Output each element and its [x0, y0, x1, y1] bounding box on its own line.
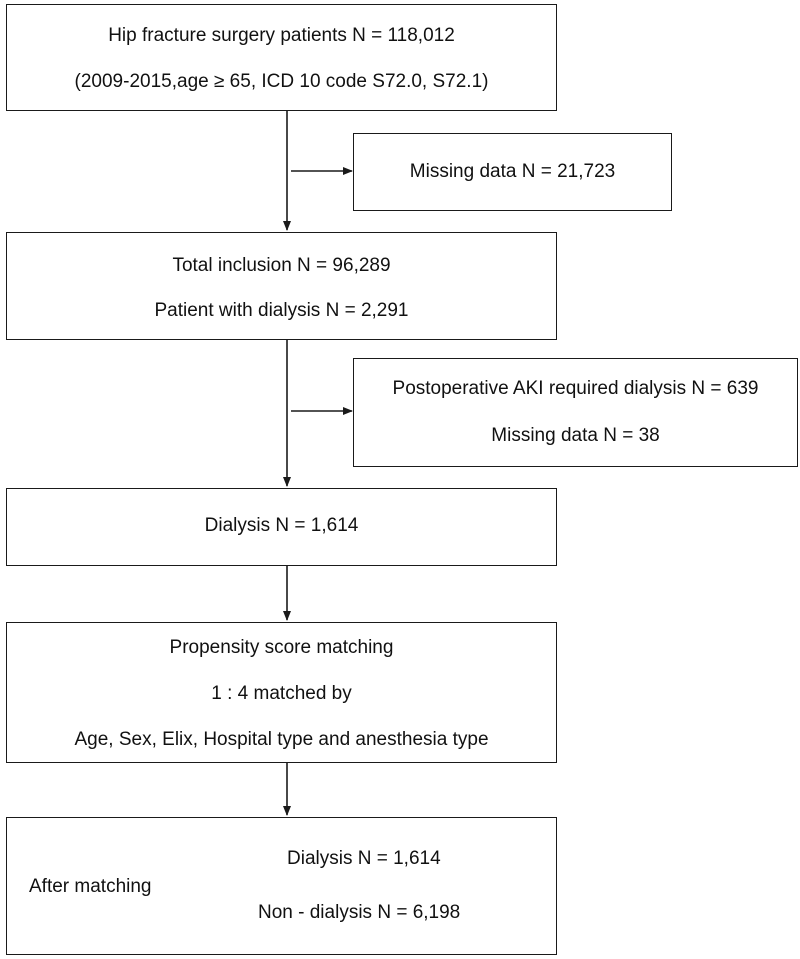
- matching-covariates: Age, Sex, Elix, Hospital type and anesth…: [74, 729, 489, 750]
- source-population-box: Hip fracture surgery patients N = 118,01…: [6, 4, 557, 111]
- after-matching-label: After matching: [29, 876, 152, 897]
- dialysis-patient-count: Patient with dialysis N = 2,291: [154, 300, 409, 321]
- excluded-aki-missing: Missing data N = 38: [491, 425, 660, 446]
- after-matching-non-dialysis: Non - dialysis N = 6,198: [258, 902, 461, 923]
- excluded-aki-count: Postoperative AKI required dialysis N = …: [392, 378, 759, 399]
- dialysis-box: Dialysis N = 1,614: [6, 488, 557, 566]
- excluded-missing-count: Missing data N = 21,723: [409, 161, 616, 182]
- after-matching-box: After matching Dialysis N = 1,614 Non - …: [6, 817, 557, 955]
- source-population-count: Hip fracture surgery patients N = 118,01…: [108, 25, 455, 46]
- total-inclusion-count: Total inclusion N = 96,289: [172, 255, 391, 276]
- source-population-criteria: (2009-2015,age ≥ 65, ICD 10 code S72.0, …: [74, 71, 489, 92]
- matching-ratio: 1 : 4 matched by: [211, 683, 352, 704]
- excluded-missing-box: Missing data N = 21,723: [353, 133, 672, 211]
- matching-method: Propensity score matching: [169, 637, 394, 658]
- after-matching-dialysis: Dialysis N = 1,614: [287, 848, 441, 869]
- propensity-matching-box: Propensity score matching 1 : 4 matched …: [6, 622, 557, 763]
- excluded-aki-box: Postoperative AKI required dialysis N = …: [353, 358, 798, 467]
- dialysis-count: Dialysis N = 1,614: [204, 515, 359, 536]
- total-inclusion-box: Total inclusion N = 96,289 Patient with …: [6, 232, 557, 340]
